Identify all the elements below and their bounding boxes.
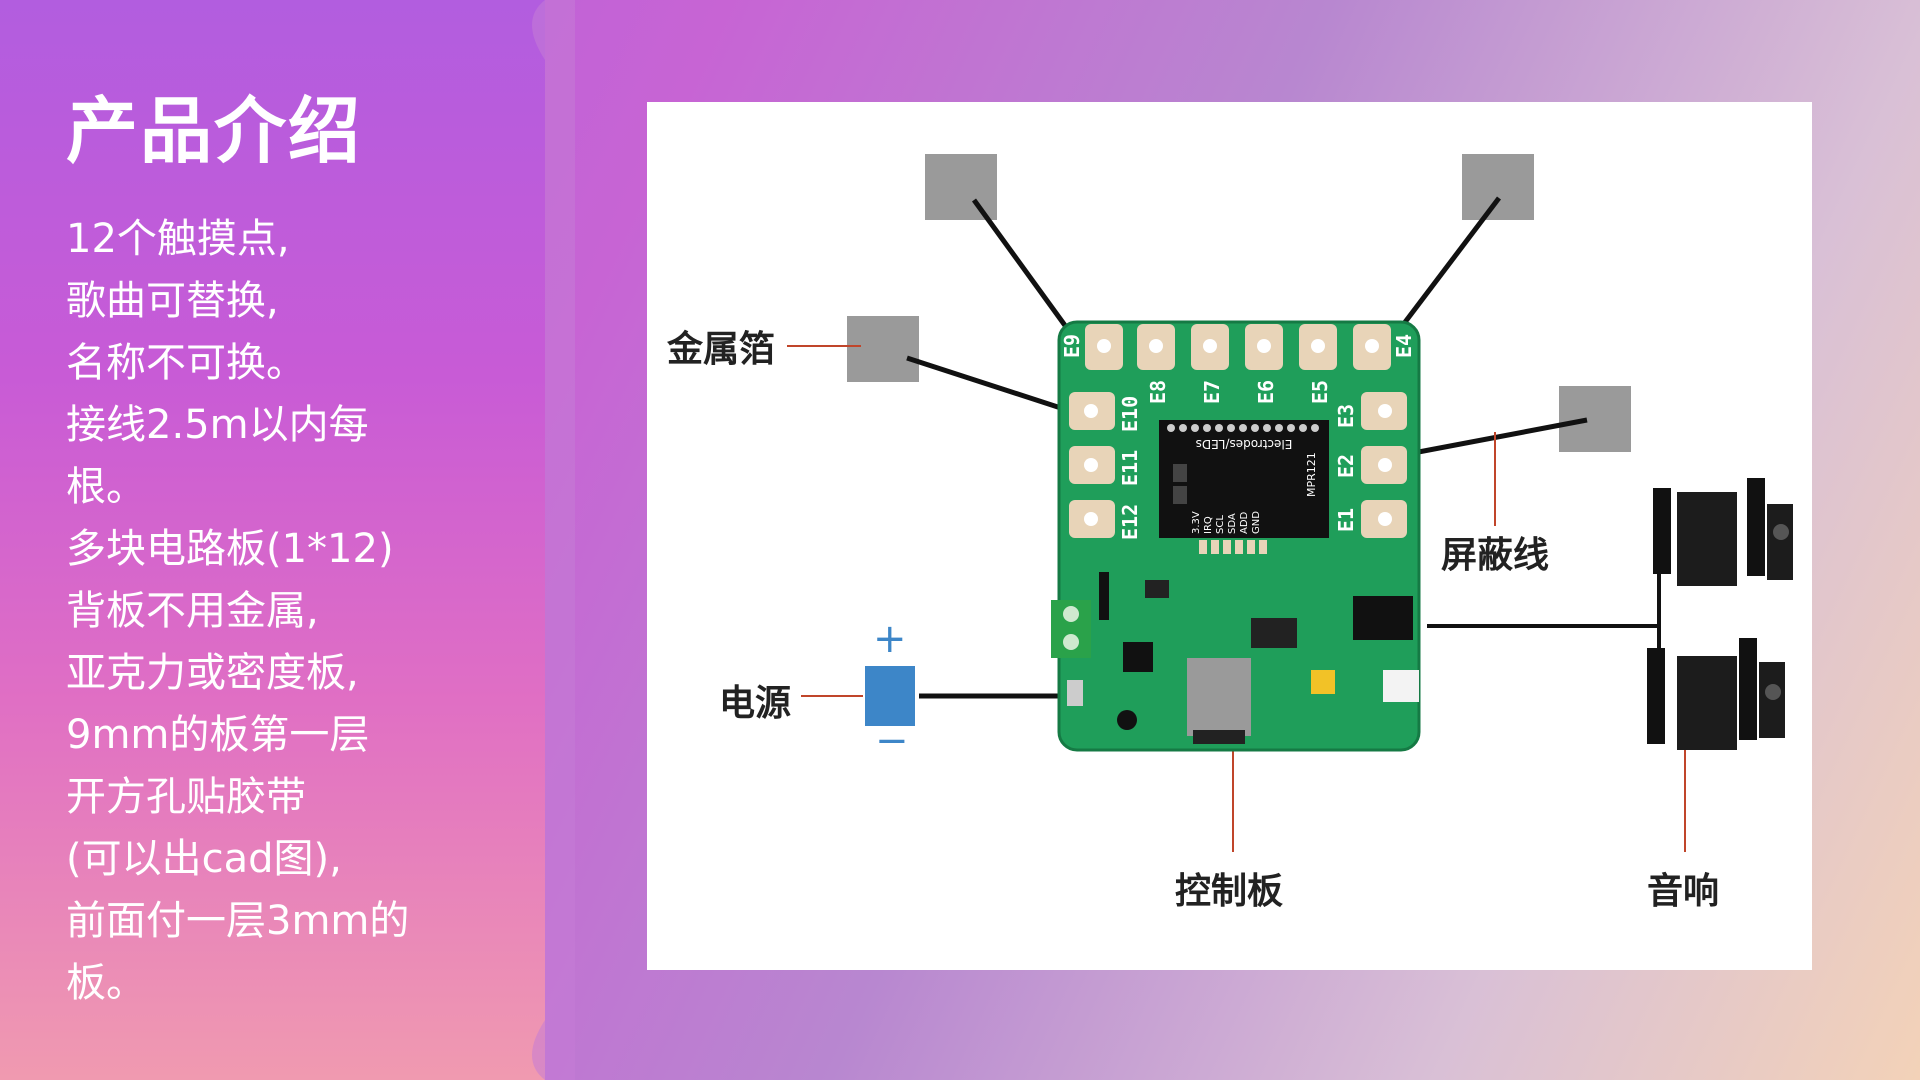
- electrode-label: E6: [1254, 380, 1278, 404]
- chip-pin-label: IRQ: [1203, 516, 1214, 534]
- left-panel: [0, 0, 545, 1080]
- desc-line: 多块电路板(1*12): [66, 526, 394, 572]
- electrode-label: E12: [1118, 504, 1142, 540]
- desc-line: 接线2.5m以内每: [66, 402, 369, 448]
- battery-plus-sign: +: [873, 616, 907, 662]
- chip-pin-label: GND: [1251, 511, 1262, 534]
- electrode-label: E7: [1200, 380, 1224, 404]
- electrode-label: E1: [1334, 508, 1358, 532]
- description: 12个触摸点, 歌曲可替换, 名称不可换。 接线2.5m以内每 根。 多块电路板…: [66, 208, 486, 1014]
- mpr121-chip-module: Electrodes/LEDs MPR121 3.3V IRQ SCL SDA …: [1159, 420, 1329, 554]
- wiring-diagram: E9 E8 E7 E6 E5 E4 E10 E3 E11 E2 E12 E1 E…: [647, 102, 1812, 970]
- wire: [971, 198, 1080, 344]
- desc-line: 12个触摸点,: [66, 216, 290, 262]
- wire: [906, 355, 1068, 413]
- electrode-label: E9: [1060, 334, 1084, 358]
- foil-label: 金属箔: [667, 329, 776, 370]
- wire: [1388, 196, 1501, 344]
- foil-square-top-right: [1462, 154, 1534, 220]
- desc-line: 开方孔贴胶带: [66, 774, 306, 820]
- electrode-label: E8: [1146, 380, 1170, 404]
- chip-pin-label: ADD: [1239, 511, 1250, 534]
- battery-icon: [865, 666, 915, 726]
- chip-pin-label: SCL: [1215, 515, 1226, 534]
- speaker-icon: [1647, 478, 1793, 750]
- battery-minus-sign: −: [875, 718, 909, 764]
- chip-electrodes-text: Electrodes/LEDs: [1196, 437, 1293, 451]
- desc-line: 背板不用金属,: [66, 588, 319, 634]
- shield-wire-label: 屏蔽线: [1441, 535, 1550, 576]
- desc-line: 前面付一层3mm的: [66, 898, 410, 944]
- foil-square-left: [847, 316, 919, 382]
- desc-line: 名称不可换。: [66, 340, 306, 386]
- desc-line: 板。: [66, 960, 146, 1006]
- electrode-pads-top: [1085, 324, 1391, 370]
- chip-pin-label: 3.3V: [1191, 511, 1202, 534]
- electrode-label: E4: [1392, 334, 1416, 358]
- electrode-pads-right: [1361, 392, 1407, 538]
- page-title: 产品介绍: [66, 89, 363, 173]
- power-label: 电源: [719, 683, 792, 724]
- electrode-label: E3: [1334, 404, 1358, 428]
- electrode-label: E11: [1118, 450, 1142, 486]
- electrode-label: E2: [1334, 454, 1358, 478]
- foil-square-right: [1559, 386, 1631, 452]
- board-components: [1051, 572, 1419, 744]
- desc-line: 亚克力或密度板,: [66, 650, 359, 696]
- desc-line: 根。: [66, 464, 146, 510]
- electrode-label: E10: [1118, 396, 1142, 432]
- desc-line: (可以出cad图),: [66, 836, 342, 882]
- panel-notch: [532, 0, 575, 1080]
- diagram-canvas: E9 E8 E7 E6 E5 E4 E10 E3 E11 E2 E12 E1 E…: [787, 154, 1793, 852]
- electrode-pads-left: [1069, 392, 1115, 538]
- control-board-label: 控制板: [1175, 871, 1284, 912]
- desc-line: 歌曲可替换,: [66, 278, 279, 324]
- speaker-label: 音响: [1647, 871, 1720, 912]
- electrode-label: E5: [1308, 380, 1332, 404]
- chip-pin-label: SDA: [1227, 513, 1238, 534]
- foil-square-top-left: [925, 154, 997, 220]
- electrode-labels: E9 E8 E7 E6 E5 E4 E10 E3 E11 E2 E12 E1: [1060, 334, 1416, 540]
- chip-model-text: MPR121: [1305, 452, 1318, 497]
- desc-line: 9mm的板第一层: [66, 712, 370, 758]
